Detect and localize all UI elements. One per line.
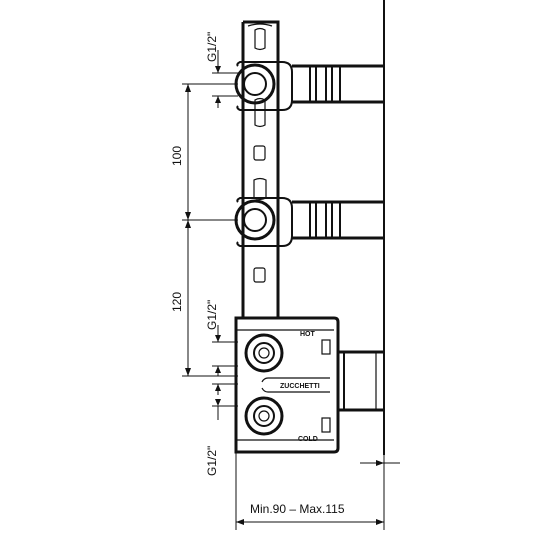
brand-label: ZUCCHETTI [280, 383, 320, 390]
mixer-body [234, 316, 384, 454]
top-outlet [234, 61, 384, 111]
middle-outlet [234, 197, 384, 247]
dimension-lines [182, 50, 400, 530]
depth-label: Min.90 – Max.115 [250, 502, 345, 516]
dimension-120-label: 120 [170, 292, 184, 312]
thread-label-mid: G1/2" [205, 300, 219, 330]
cold-label: COLD [298, 436, 318, 443]
vertical-pipe [241, 20, 280, 318]
thread-label-bottom: G1/2" [205, 446, 219, 476]
dimension-100-label: 100 [170, 146, 184, 166]
thread-label-top: G1/2" [205, 32, 219, 62]
hot-label: HOT [300, 331, 316, 338]
